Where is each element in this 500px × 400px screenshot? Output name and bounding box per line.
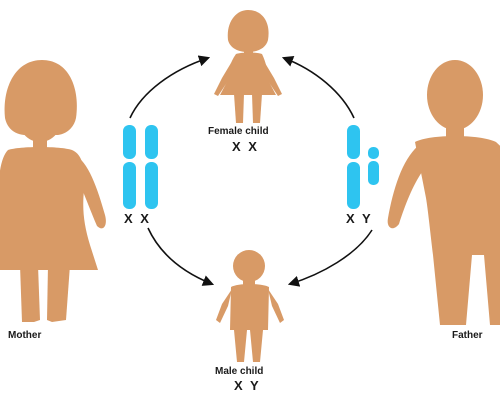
mother-x-chromosome-2 (145, 125, 158, 159)
father-x-chromosome-arm (347, 162, 360, 209)
mother-x-chromosome-1 (123, 125, 136, 159)
arrow-father-to-male-child (287, 229, 373, 287)
mother-figure (0, 60, 106, 322)
mother-x-chromosome-1-arm (123, 162, 136, 209)
mother-chromosome-label: X X (124, 211, 151, 226)
male-child-label: Male child (215, 366, 264, 377)
arrow-father-to-female-child (281, 56, 355, 119)
mother-chromosome-pair (123, 125, 158, 209)
female-child-label: Female child (208, 126, 269, 137)
arrow-mother-to-male-child (147, 227, 215, 286)
father-x-chromosome (347, 125, 360, 159)
mother-label: Mother (8, 330, 42, 341)
father-chromosome-label: X Y (346, 211, 373, 226)
father-figure (387, 60, 500, 325)
female-child-genotype: X X (232, 139, 259, 154)
female-child-figure (214, 10, 282, 123)
arrow-mother-to-female-child (129, 55, 211, 119)
father-chromosome-pair (347, 125, 379, 209)
father-y-chromosome (368, 147, 379, 159)
mother-x-chromosome-2-arm (145, 162, 158, 209)
male-child-figure (216, 250, 284, 362)
father-y-chromosome-arm (368, 161, 379, 185)
male-child-genotype: X Y (234, 378, 261, 393)
father-label: Father (452, 330, 483, 341)
